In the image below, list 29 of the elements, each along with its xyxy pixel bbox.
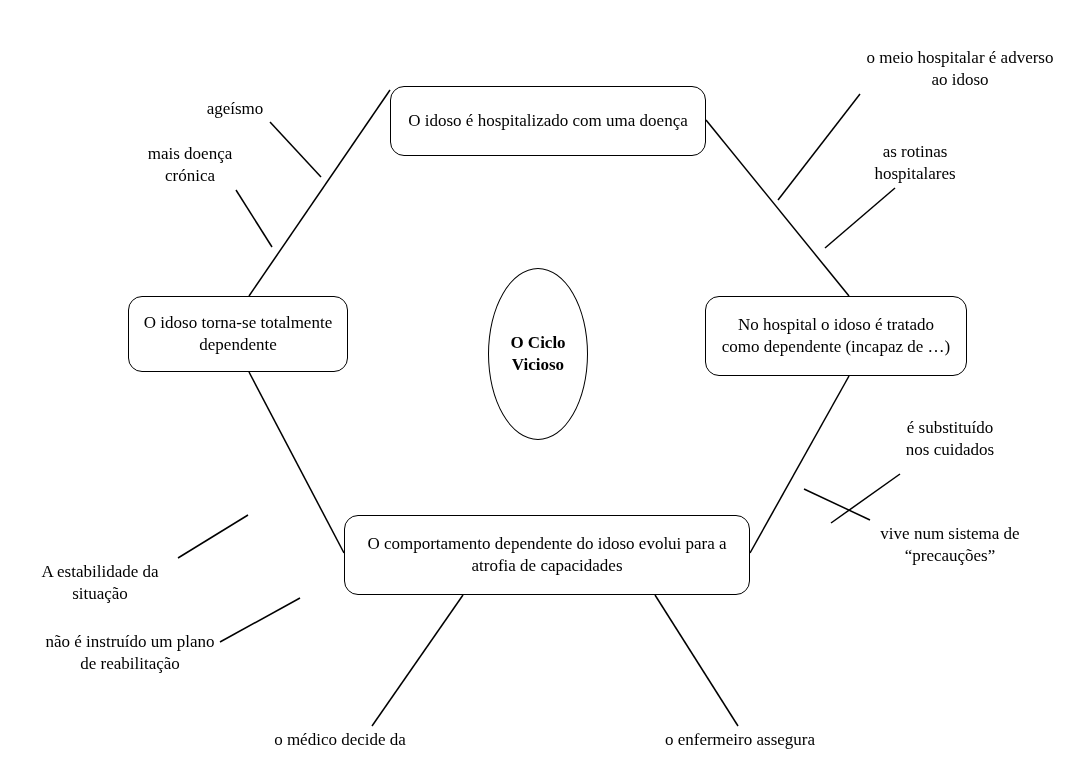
- factor-label: o médico decide da: [240, 726, 440, 754]
- factor-label: ageísmo: [195, 96, 275, 122]
- leader-line: [371, 594, 464, 727]
- cycle-line: [248, 89, 391, 297]
- cycle-line: [705, 119, 850, 297]
- leader-line: [269, 121, 322, 178]
- factor-label: mais doença crónica: [130, 140, 250, 190]
- process-box: No hospital o idoso é tratado como dependente (incapaz de …): [705, 296, 967, 376]
- process-box: O idoso é hospitalizado com uma doença: [390, 86, 706, 156]
- leader-line: [803, 488, 871, 521]
- cycle-line: [248, 371, 345, 554]
- leader-line: [777, 93, 861, 201]
- leader-line: [235, 189, 273, 248]
- leader-line: [654, 594, 739, 727]
- center-ellipse: O Ciclo Vicioso: [488, 268, 588, 440]
- leader-line: [830, 473, 901, 524]
- factor-label: é substituído nos cuidados: [900, 404, 1000, 474]
- process-box: O comportamento dependente do idoso evolui para a atrofia de capacidades: [344, 515, 750, 595]
- factor-label: as rotinas hospitalares: [855, 138, 975, 188]
- factor-label: não é instruído um plano de reabilitação: [40, 628, 220, 678]
- leader-line: [824, 187, 896, 249]
- factor-label: o meio hospitalar é adverso ao idoso: [860, 44, 1060, 94]
- process-box: O idoso torna-se totalmente dependente: [128, 296, 348, 372]
- factor-label: o enfermeiro assegura: [630, 726, 850, 754]
- factor-label: vive num sistema de “precauções”: [855, 520, 1045, 570]
- factor-label: A estabilidade da situação: [20, 558, 180, 608]
- leader-line: [177, 514, 249, 559]
- leader-line: [219, 597, 301, 643]
- cycle-line: [749, 375, 850, 554]
